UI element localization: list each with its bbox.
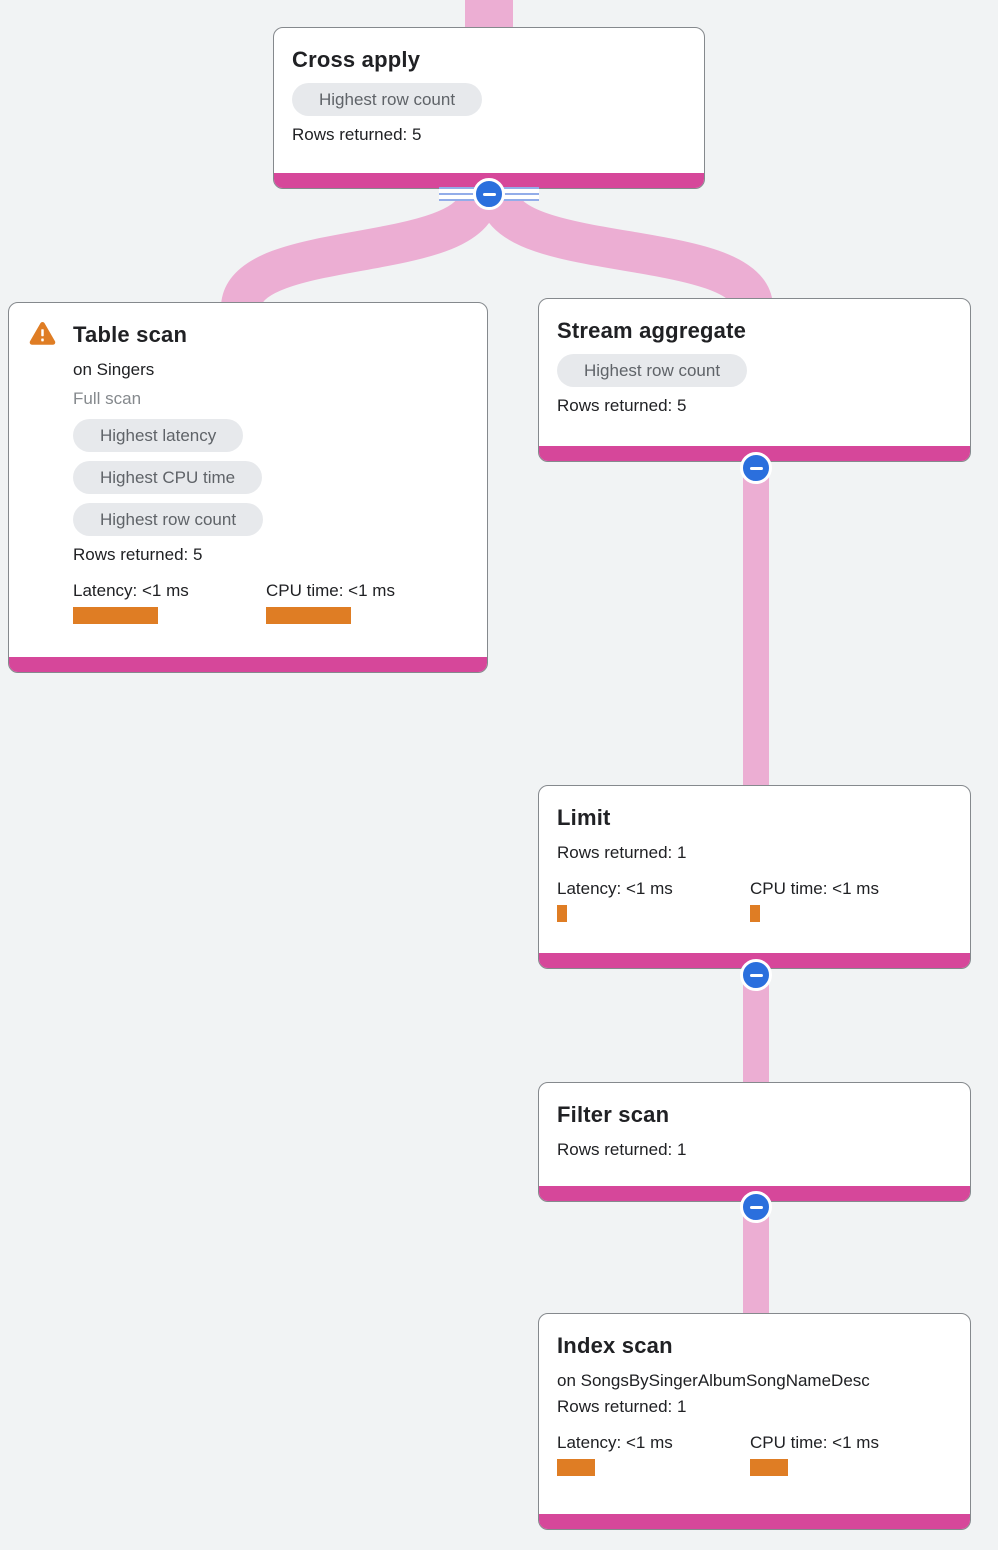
node-note: Full scan [73, 389, 142, 408]
badge-highest-latency: Highest latency [73, 419, 244, 452]
collapse-button-cross-apply[interactable] [473, 178, 505, 210]
badge-list: Highest latency Highest CPU time Highest… [73, 419, 469, 536]
latency-metric: Latency: <1 ms [557, 879, 750, 922]
edge-cross-apply-to-stream-aggregate [479, 190, 773, 311]
badge-highest-row-count: Highest row count [292, 83, 483, 116]
node-stream-aggregate[interactable]: Stream aggregate Highest row count Rows … [538, 298, 971, 462]
node-title: Limit [557, 805, 611, 830]
cpu-time-bar [266, 607, 351, 624]
node-subtitle: on SongsBySingerAlbumSongNameDesc [557, 1371, 870, 1390]
metrics-row: Latency: <1 ms CPU time: <1 ms [557, 1433, 952, 1476]
rows-returned-label: Rows returned: 1 [557, 1397, 687, 1416]
node-cross-apply[interactable]: Cross apply Highest row count Rows retur… [273, 27, 705, 189]
cpu-time-label: CPU time: <1 ms [750, 879, 879, 898]
node-filter-scan[interactable]: Filter scan Rows returned: 1 [538, 1082, 971, 1202]
cpu-time-label: CPU time: <1 ms [266, 581, 395, 600]
edge-into-cross-apply [465, 0, 513, 30]
minus-icon [749, 1205, 763, 1209]
latency-label: Latency: <1 ms [73, 581, 189, 600]
cpu-time-metric: CPU time: <1 ms [750, 879, 943, 922]
node-subtitle: on Singers [73, 360, 155, 379]
node-title: Cross apply [292, 47, 421, 72]
cpu-time-bar [750, 905, 760, 922]
badge-list: Highest row count [292, 83, 686, 116]
latency-bar [73, 607, 158, 624]
warning-icon [29, 321, 56, 351]
badge-list: Highest row count [557, 354, 952, 387]
cpu-time-bar [750, 1459, 788, 1476]
collapse-button-limit[interactable] [740, 959, 772, 991]
rows-returned-label: Rows returned: 5 [292, 125, 422, 144]
latency-label: Latency: <1 ms [557, 879, 673, 898]
collapse-button-filter-scan[interactable] [740, 1191, 772, 1223]
latency-bar [557, 1459, 595, 1476]
cpu-time-metric: CPU time: <1 ms [750, 1433, 943, 1476]
node-index-scan[interactable]: Index scan on SongsBySingerAlbumSongName… [538, 1313, 971, 1530]
rows-returned-label: Rows returned: 5 [73, 545, 203, 564]
metrics-row: Latency: <1 ms CPU time: <1 ms [557, 879, 952, 922]
node-limit[interactable]: Limit Rows returned: 1 Latency: <1 ms CP… [538, 785, 971, 969]
latency-metric: Latency: <1 ms [557, 1433, 750, 1476]
latency-label: Latency: <1 ms [557, 1433, 673, 1452]
rows-returned-label: Rows returned: 1 [557, 1140, 687, 1159]
cpu-time-metric: CPU time: <1 ms [266, 581, 459, 624]
node-table-scan[interactable]: Table scan on Singers Full scan Highest … [8, 302, 488, 673]
cpu-time-label: CPU time: <1 ms [750, 1433, 879, 1452]
badge-highest-row-count: Highest row count [73, 503, 264, 536]
node-title: Stream aggregate [557, 318, 747, 343]
card-accent-bar [539, 1514, 970, 1529]
edge-cross-apply-to-table-scan [221, 190, 499, 311]
node-title: Index scan [557, 1333, 673, 1358]
badge-highest-row-count: Highest row count [557, 354, 748, 387]
node-title: Filter scan [557, 1102, 670, 1127]
latency-bar [557, 905, 567, 922]
minus-icon [749, 973, 763, 977]
latency-metric: Latency: <1 ms [73, 581, 266, 624]
rows-returned-label: Rows returned: 1 [557, 843, 687, 862]
node-title: Table scan [73, 322, 188, 347]
minus-icon [482, 192, 496, 196]
metrics-row: Latency: <1 ms CPU time: <1 ms [73, 581, 469, 624]
collapse-button-stream-aggregate[interactable] [740, 452, 772, 484]
card-accent-bar [9, 657, 487, 672]
badge-highest-cpu-time: Highest CPU time [73, 461, 263, 494]
minus-icon [749, 466, 763, 470]
edge-stream-aggregate-to-limit [743, 460, 769, 790]
rows-returned-label: Rows returned: 5 [557, 396, 687, 415]
